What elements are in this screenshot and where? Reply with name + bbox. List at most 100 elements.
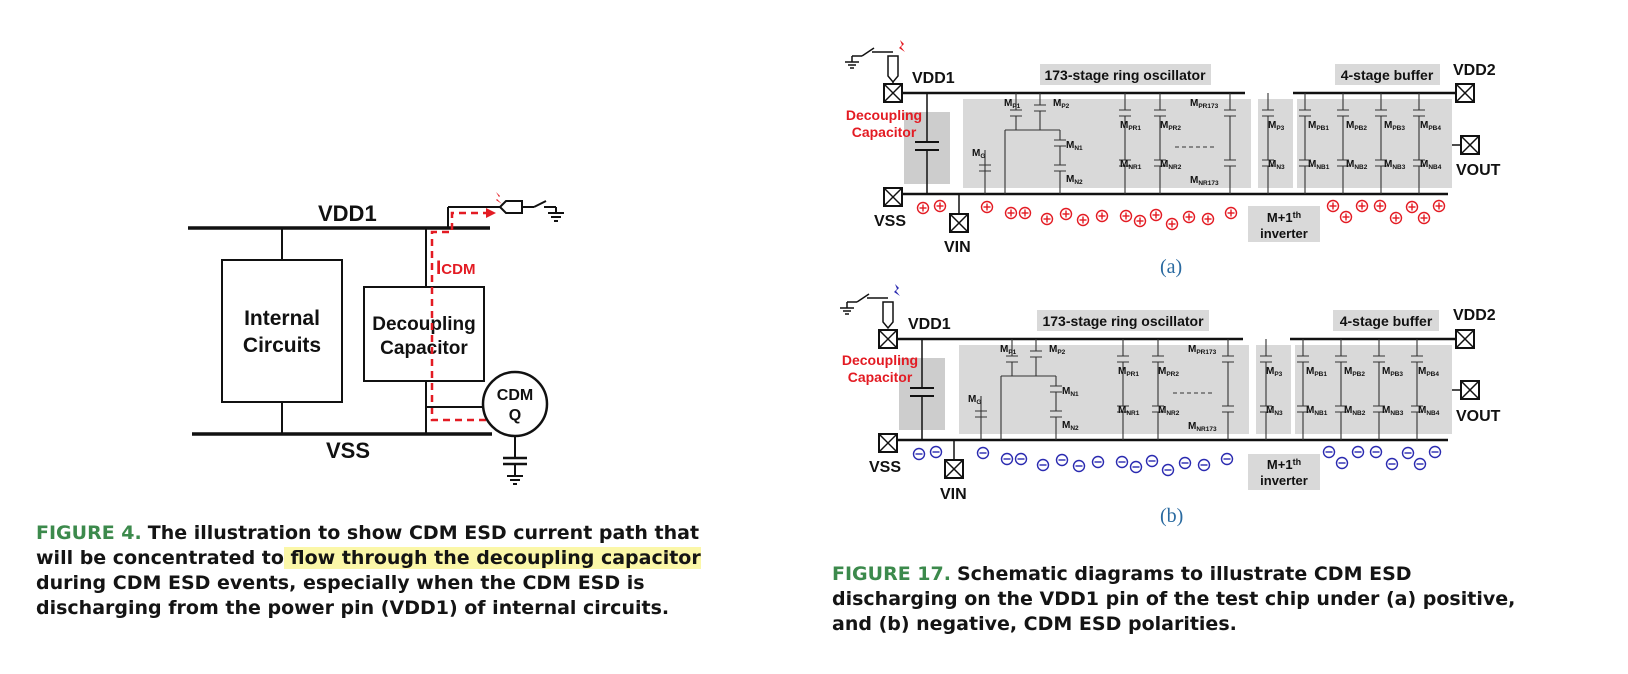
pad-vdd1-icon [883,83,903,103]
vdd2-label: VDD2 [1453,62,1496,79]
negative-charge-icon [1413,457,1427,471]
ring-oscillator-block [963,99,1251,188]
svg-text:MNB4: MNB4 [1420,159,1442,171]
vdd1-label: VDD1 [908,316,951,333]
figure-17-number: FIGURE 17. [832,563,951,585]
positive-charge-icon [1059,207,1073,221]
positive-charge-icon [1133,214,1147,228]
ground-icon [840,302,854,315]
negative-charges [912,445,1442,477]
positive-charge-icon [1339,210,1353,224]
decap-label-2: Capacitor [380,338,468,359]
svg-text:MP1: MP1 [1000,344,1017,356]
negative-charge-icon [1322,445,1336,459]
pad-vss-icon [878,433,898,453]
relay-switch-icon [861,47,875,57]
svg-text:MPB1: MPB1 [1306,366,1327,378]
svg-text:MP2: MP2 [1053,98,1070,110]
pad-vin-icon [944,459,964,479]
svg-text:MPB2: MPB2 [1344,366,1365,378]
svg-text:MP1: MP1 [1004,98,1021,110]
m3-inverter-block [1258,99,1293,188]
svg-text:MNB3: MNB3 [1384,159,1406,171]
positive-charge-icon [1389,211,1403,225]
vout-label: VOUT [1456,162,1501,179]
svg-text:MNB1: MNB1 [1306,405,1328,417]
negative-charge-icon [1091,455,1105,469]
figure-17a-diagram: VDD1 VDD2 VSS VIN VOUT Decoupling Capaci… [845,40,1501,256]
negative-charge-icon [1178,456,1192,470]
transistor-labels: MP1 MP2 MN1 MN2 MG MPR1 MPR2 MPR173 MNR1… [972,98,1442,187]
subfigure-a-label: (a) [1160,256,1183,278]
vss-label: VSS [874,213,906,230]
pad-vout-icon [1460,135,1480,155]
svg-text:MN3: MN3 [1266,405,1283,417]
negative-charge-icon [1072,459,1086,473]
negative-charge-icon [1369,445,1383,459]
positive-charge-icon [1373,199,1387,213]
negative-charge-icon [976,446,990,460]
svg-text:MPB4: MPB4 [1418,366,1439,378]
decoupling-capacitor-box [363,286,485,382]
svg-text:MPR173: MPR173 [1190,98,1219,110]
svg-text:MNR1: MNR1 [1118,405,1140,417]
figure-4-number: FIGURE 4. [36,522,142,544]
vdd1-label: VDD1 [912,70,955,87]
cdm-current-path [430,211,496,422]
relay-switch-icon [533,200,547,208]
svg-text:MNB3: MNB3 [1382,405,1404,417]
positive-charge-icon [1224,206,1238,220]
pad-vdd2-icon [1455,329,1475,349]
vss-label: VSS [326,438,370,463]
m3-inverter-block [1256,345,1291,434]
decap-label-1: Decoupling [842,352,918,368]
negative-charge-icon [1129,460,1143,474]
positive-charge-icon [933,199,947,213]
pad-vin-icon [949,213,969,233]
cdm-charge-circle [481,370,549,438]
svg-text:MG: MG [968,394,981,406]
positive-charge-icon [1182,210,1196,224]
svg-text:MP3: MP3 [1266,366,1283,378]
positive-charge-icon [1355,199,1369,213]
vin-label: VIN [944,239,971,256]
decap-label-1: Decoupling [372,314,475,335]
pogo-pin-icon [887,55,899,84]
inverter-label-2: inverter [1260,473,1308,488]
vout-label: VOUT [1456,408,1501,425]
svg-text:MP3: MP3 [1268,120,1285,132]
svg-text:MNR1: MNR1 [1120,159,1142,171]
icdm-label: ICDM [436,258,475,279]
negative-charge-icon [929,445,943,459]
svg-text:MPR2: MPR2 [1160,120,1181,132]
svg-text:MNB2: MNB2 [1346,159,1368,171]
negative-charge-icon [1351,445,1365,459]
pad-vout-icon [1460,380,1480,400]
decap-label-1: Decoupling [846,107,922,123]
positive-charge-icon [1165,217,1179,231]
svg-text:MG: MG [972,148,985,160]
pogo-pin-icon [882,301,894,330]
figure-17-caption: FIGURE 17.Schematic diagrams to illustra… [832,563,1516,635]
svg-text:MPB3: MPB3 [1382,366,1403,378]
svg-text:MPR2: MPR2 [1158,366,1179,378]
svg-text:MNR2: MNR2 [1160,159,1182,171]
negative-charge-icon [1055,453,1069,467]
positive-charge-icon [1119,209,1133,223]
negative-charge-icon [1161,463,1175,477]
buffer-block [1295,345,1452,434]
svg-text:MNB4: MNB4 [1418,405,1440,417]
positive-charge-icon [1004,206,1018,220]
figure-4-caption: FIGURE 4.The illustration to show CDM ES… [36,522,701,619]
transistor-labels: MP1 MP2 MN1 MN2 MG MPR1 MPR2 MPR173 MNR1… [968,344,1440,433]
vss-label: VSS [869,459,901,476]
negative-charge-icon [1220,452,1234,466]
positive-charge-icon [1018,206,1032,220]
pad-vdd2-icon [1455,83,1475,103]
cdm-label: CDM [497,387,533,404]
vdd2-label: VDD2 [1453,307,1496,324]
buffer-label: 4-stage buffer [1340,313,1433,329]
positive-charge-icon [1149,208,1163,222]
positive-charges [916,199,1446,231]
